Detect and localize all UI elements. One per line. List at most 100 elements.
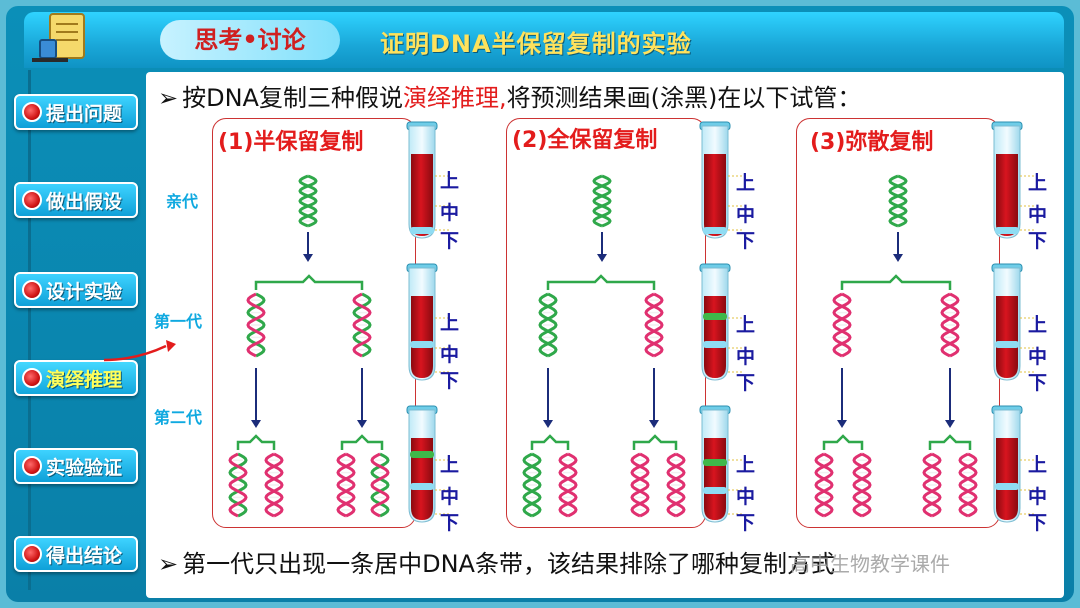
bullet-arrow-icon: ➢ bbox=[158, 84, 179, 112]
dna-band bbox=[703, 341, 727, 348]
dna-band bbox=[410, 341, 434, 348]
tube-label-bottom: 下 bbox=[440, 230, 460, 252]
generation-label-second: 第二代 bbox=[154, 408, 203, 427]
brace-icon bbox=[928, 434, 972, 450]
brace-icon bbox=[340, 434, 384, 450]
dna-band bbox=[995, 227, 1019, 234]
second-gen-dna-helix bbox=[814, 452, 834, 518]
arrow-head-icon bbox=[543, 420, 553, 428]
first-gen-dna-helix bbox=[352, 292, 372, 358]
generation-label-parent: 亲代 bbox=[166, 192, 199, 211]
tube-label-top: 上 bbox=[736, 314, 756, 336]
section-label: 思考•讨论 bbox=[160, 20, 340, 60]
second-gen-dna-helix bbox=[522, 452, 542, 518]
nav-item-ask-question[interactable]: 提出问题 bbox=[14, 94, 138, 130]
tube-liquid bbox=[411, 296, 433, 378]
tube-label-bottom: 下 bbox=[1028, 512, 1048, 534]
parent-dna-helix bbox=[888, 174, 908, 228]
tube-label-bottom: 下 bbox=[440, 370, 460, 392]
tube-label-bottom: 下 bbox=[440, 512, 460, 534]
sidebar-rail bbox=[28, 70, 31, 590]
tube-liquid bbox=[996, 154, 1018, 236]
bullet-dot-icon bbox=[22, 456, 42, 476]
brace-icon bbox=[254, 274, 364, 290]
bullet-arrow-icon: ➢ bbox=[158, 550, 179, 578]
tube-label-top: 上 bbox=[736, 454, 756, 476]
dna-band bbox=[995, 483, 1019, 490]
arrow-head-icon bbox=[837, 420, 847, 428]
tube-label-bottom: 下 bbox=[736, 230, 756, 252]
tube-label-middle: 中 bbox=[440, 202, 460, 224]
tube-label-bottom: 下 bbox=[1028, 372, 1048, 394]
first-gen-dna-helix bbox=[246, 292, 266, 358]
arrow-head-icon bbox=[893, 254, 903, 262]
book-logo-icon bbox=[28, 8, 92, 66]
panel-title-semiconservative: (1)半保留复制 bbox=[218, 130, 364, 155]
arrow-head-icon bbox=[303, 254, 313, 262]
brace-icon bbox=[632, 434, 678, 450]
dna-band bbox=[703, 487, 727, 494]
watermark: 高中生物教学课件 bbox=[790, 552, 950, 576]
dna-band bbox=[703, 227, 727, 234]
tube-label-middle: 中 bbox=[440, 344, 460, 366]
second-gen-dna-helix bbox=[264, 452, 284, 518]
tube-label-top: 上 bbox=[736, 172, 756, 194]
dna-band bbox=[703, 313, 727, 320]
second-gen-dna-helix bbox=[336, 452, 356, 518]
second-gen-dna-helix bbox=[852, 452, 872, 518]
dna-band bbox=[703, 459, 727, 466]
intro-line: ➢按DNA复制三种假说演绎推理,将预测结果画(涂黑)在以下试管： bbox=[158, 78, 1058, 116]
tube-label-bottom: 下 bbox=[1028, 230, 1048, 252]
tube-label-middle: 中 bbox=[440, 486, 460, 508]
tube-label-bottom: 下 bbox=[736, 512, 756, 534]
nav-item-verify[interactable]: 实验验证 bbox=[14, 448, 138, 484]
nav-item-conclusion[interactable]: 得出结论 bbox=[14, 536, 138, 572]
bullet-dot-icon bbox=[22, 544, 42, 564]
brace-icon bbox=[840, 274, 952, 290]
nav-item-design-experiment[interactable]: 设计实验 bbox=[14, 272, 138, 308]
tube-liquid bbox=[996, 296, 1018, 378]
arrow-head-icon bbox=[251, 420, 261, 428]
nav-item-deductive-reasoning[interactable]: 演绎推理 bbox=[14, 360, 138, 396]
brace-icon bbox=[236, 434, 276, 450]
tube-label-middle: 中 bbox=[736, 346, 756, 368]
arrow-head-icon bbox=[597, 254, 607, 262]
first-gen-dna-helix bbox=[832, 292, 852, 358]
nav-item-label: 实验验证 bbox=[46, 456, 123, 479]
arrow-head-icon bbox=[357, 420, 367, 428]
bullet-dot-icon bbox=[22, 102, 42, 122]
first-gen-dna-helix bbox=[538, 292, 558, 358]
nav-item-label: 演绎推理 bbox=[46, 368, 123, 391]
tube-label-middle: 中 bbox=[1028, 486, 1048, 508]
section-label-text: 思考•讨论 bbox=[194, 25, 306, 54]
dna-band bbox=[410, 483, 434, 490]
panel-title-dispersive: (3)弥散复制 bbox=[810, 130, 934, 155]
bullet-dot-icon bbox=[22, 280, 42, 300]
arrow-head-icon bbox=[945, 420, 955, 428]
tube-label-middle: 中 bbox=[1028, 346, 1048, 368]
intro-suffix: 将预测结果画(涂黑)在以下试管： bbox=[506, 84, 862, 112]
generation-label-first: 第一代 bbox=[154, 312, 203, 331]
tube-label-top: 上 bbox=[440, 170, 460, 192]
second-gen-dna-helix bbox=[370, 452, 390, 518]
tube-label-middle: 中 bbox=[1028, 204, 1048, 226]
second-gen-dna-helix bbox=[228, 452, 248, 518]
tube-label-middle: 中 bbox=[736, 486, 756, 508]
dna-band bbox=[410, 227, 434, 234]
intro-highlight: 演绎推理, bbox=[402, 84, 507, 112]
parent-dna-helix bbox=[298, 174, 318, 228]
nav-item-label: 提出问题 bbox=[46, 102, 123, 125]
brace-icon bbox=[822, 434, 864, 450]
nav-item-hypothesis[interactable]: 做出假设 bbox=[14, 182, 138, 218]
first-gen-dna-helix bbox=[940, 292, 960, 358]
parent-dna-helix bbox=[592, 174, 612, 228]
nav-item-label: 得出结论 bbox=[46, 544, 123, 567]
conclusion-line: ➢第一代只出现一条居中DNA条带，该结果排除了哪种复制方式 bbox=[158, 544, 1058, 584]
brace-icon bbox=[546, 274, 656, 290]
tube-liquid bbox=[704, 296, 726, 378]
brace-icon bbox=[530, 434, 570, 450]
tube-liquid bbox=[411, 438, 433, 520]
first-gen-dna-helix bbox=[644, 292, 664, 358]
tube-liquid bbox=[411, 154, 433, 236]
